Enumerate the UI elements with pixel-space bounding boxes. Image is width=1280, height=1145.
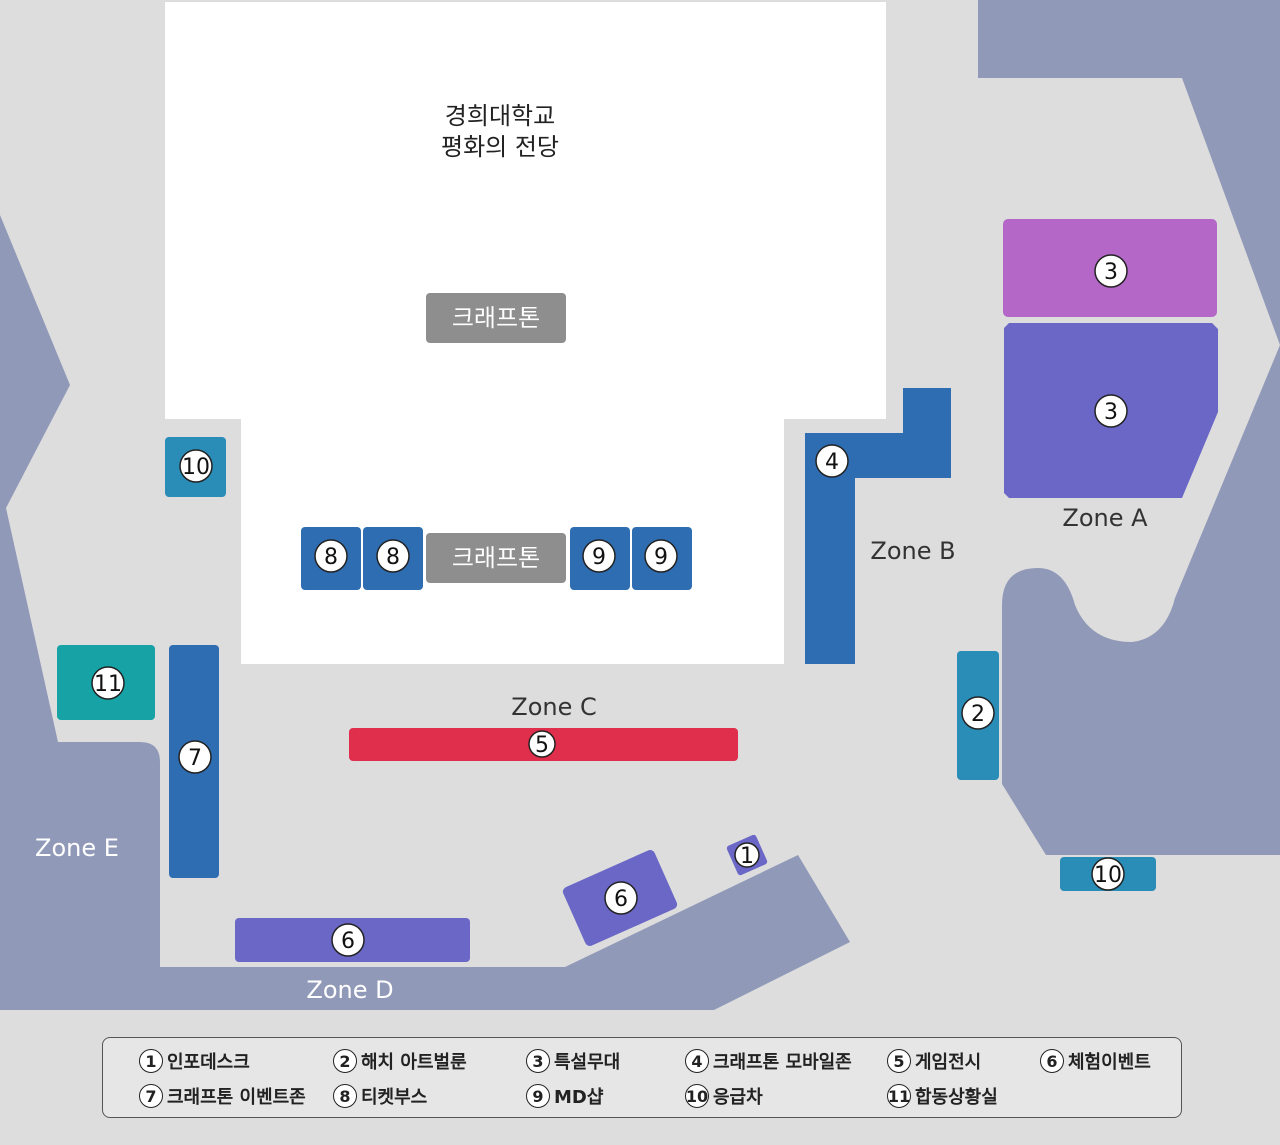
krafton-sign-top	[426, 293, 566, 343]
svg-text:11: 11	[94, 672, 122, 697]
svg-text:9: 9	[654, 545, 668, 570]
legend-item-4: 4 크래프톤 모바일존	[685, 1048, 852, 1074]
svg-text:8: 8	[324, 545, 338, 570]
marker-6-right: 6	[604, 881, 638, 915]
svg-text:6: 6	[614, 887, 628, 912]
marker-10-left: 10	[179, 449, 213, 483]
legend-item-1: 1 인포데스크	[139, 1048, 250, 1074]
svg-text:6: 6	[341, 929, 355, 954]
legend-number: 6	[1040, 1049, 1064, 1073]
marker-9-a: 9	[582, 539, 616, 573]
marker-4: 4	[815, 444, 849, 478]
legend-item-5: 5 게임전시	[887, 1048, 981, 1074]
legend-label: 크래프톤 이벤트존	[167, 1087, 306, 1108]
svg-text:10: 10	[1094, 863, 1122, 888]
legend-label: 합동상황실	[915, 1087, 998, 1108]
svg-text:4: 4	[825, 450, 839, 475]
legend-label: 응급차	[713, 1087, 763, 1108]
marker-10-right: 10	[1091, 857, 1125, 891]
legend-label: 티켓부스	[361, 1087, 428, 1108]
wall-top-right	[978, 0, 1280, 345]
legend-number: 11	[887, 1084, 911, 1108]
svg-text:3: 3	[1104, 260, 1118, 285]
legend-number: 7	[139, 1084, 163, 1108]
legend-item-2: 2 해치 아트벌룬	[333, 1048, 467, 1074]
marker-3-bottom: 3	[1094, 394, 1128, 428]
map-legend: 1 인포데스크 2 해치 아트벌룬 3 특설무대 4 크래프톤 모바일존 5 게…	[102, 1037, 1182, 1118]
legend-number: 4	[685, 1049, 709, 1073]
zone-b-label: Zone B	[870, 537, 955, 565]
legend-number: 8	[333, 1084, 357, 1108]
legend-item-9: 9 MD샵	[526, 1083, 603, 1109]
marker-1: 1	[734, 842, 760, 869]
svg-text:5: 5	[535, 733, 549, 758]
legend-label: 인포데스크	[167, 1052, 250, 1073]
krafton-sign-bottom	[426, 533, 566, 583]
marker-7: 7	[178, 740, 212, 774]
marker-11: 11	[91, 666, 125, 700]
marker-9-b: 9	[644, 539, 678, 573]
svg-text:1: 1	[740, 844, 754, 869]
svg-text:3: 3	[1104, 400, 1118, 425]
wall-left-top	[0, 215, 70, 742]
svg-text:2: 2	[971, 702, 985, 727]
zone-d-label: Zone D	[306, 976, 393, 1004]
svg-text:7: 7	[188, 746, 202, 771]
legend-item-3: 3 특설무대	[526, 1048, 620, 1074]
legend-number: 10	[685, 1084, 709, 1108]
legend-label: MD샵	[554, 1087, 604, 1108]
legend-item-7: 7 크래프톤 이벤트존	[139, 1083, 306, 1109]
legend-label: 게임전시	[915, 1052, 982, 1073]
marker-5: 5	[528, 730, 556, 758]
wall-zone-e	[0, 742, 850, 1010]
marker-8-a: 8	[314, 539, 348, 573]
svg-text:9: 9	[592, 545, 606, 570]
krafton-label-top: 크래프톤	[452, 304, 540, 332]
legend-label: 특설무대	[554, 1052, 621, 1073]
marker-8-b: 8	[376, 539, 410, 573]
legend-label: 해치 아트벌룬	[361, 1052, 467, 1073]
legend-label: 체험이벤트	[1068, 1052, 1151, 1073]
zone-c-label: Zone C	[511, 693, 597, 721]
building-title-line2: 평화의 전당	[441, 133, 559, 161]
legend-number: 3	[526, 1049, 550, 1073]
legend-item-8: 8 티켓부스	[333, 1083, 427, 1109]
legend-item-11: 11 합동상황실	[887, 1083, 998, 1109]
legend-number: 5	[887, 1049, 911, 1073]
building-title-line1: 경희대학교	[445, 102, 555, 130]
marker-2: 2	[961, 696, 995, 730]
legend-number: 1	[139, 1049, 163, 1073]
marker-3-top: 3	[1094, 254, 1128, 288]
zone-a-label: Zone A	[1062, 504, 1148, 532]
svg-text:8: 8	[386, 545, 400, 570]
zone-e-label: Zone E	[35, 834, 119, 862]
legend-number: 2	[333, 1049, 357, 1073]
legend-item-6: 6 체험이벤트	[1040, 1048, 1151, 1074]
marker-6-left: 6	[331, 923, 365, 957]
legend-number: 9	[526, 1084, 550, 1108]
krafton-label-bottom: 크래프톤	[452, 544, 540, 572]
legend-label: 크래프톤 모바일존	[713, 1052, 852, 1073]
wall-right-block	[1002, 345, 1280, 855]
svg-text:10: 10	[182, 455, 210, 480]
legend-item-10: 10 응급차	[685, 1083, 763, 1109]
